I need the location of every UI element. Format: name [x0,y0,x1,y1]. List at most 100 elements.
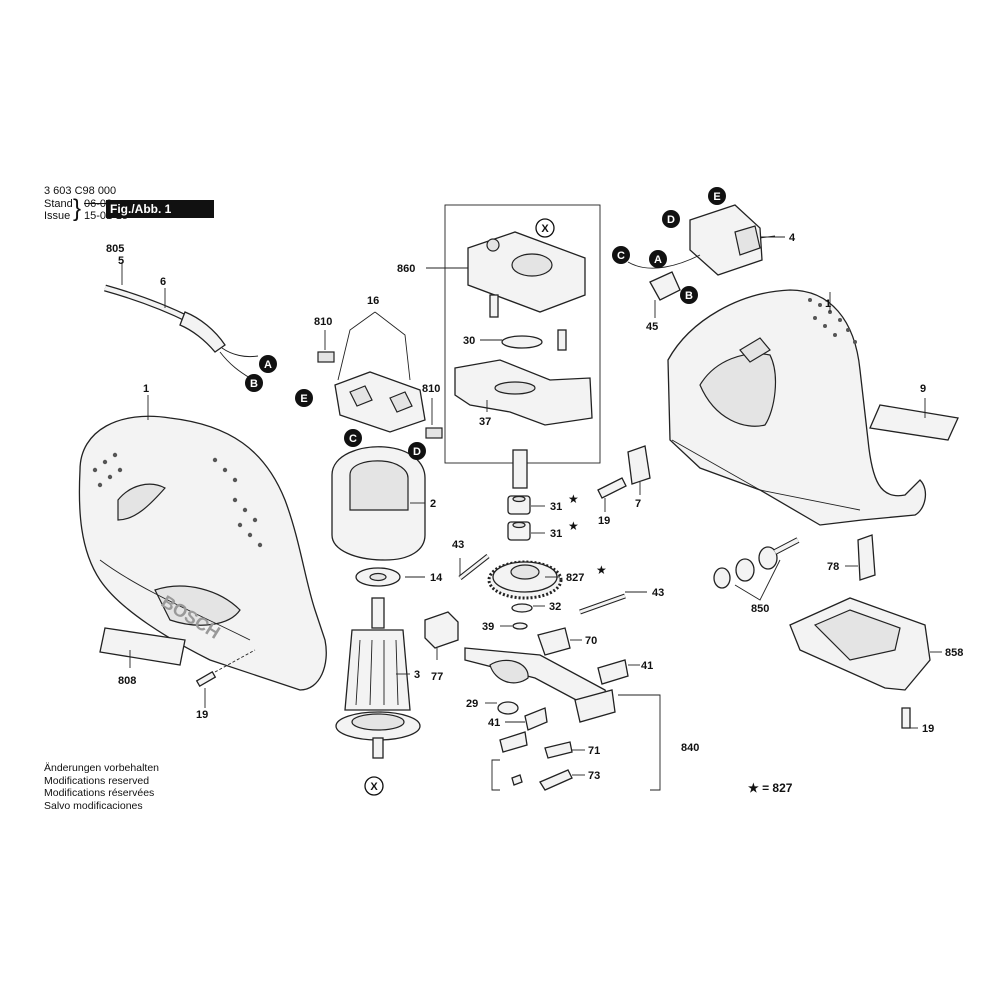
power-cable [104,284,259,379]
part-label: 5 [118,255,124,267]
brush-holder-16 [317,351,443,439]
part-label: 45 [646,321,658,333]
clip-7 [627,445,651,485]
part-label: 32 [549,601,561,613]
part-label: 19 [922,723,934,735]
clip-41-left [524,707,548,731]
svg-text:C: C [617,250,625,262]
part-label: 43 [452,539,464,551]
part-label: 16 [367,295,379,307]
bearing-31-a [507,495,531,515]
connector-D-right: D [662,210,680,228]
svg-text:X: X [370,781,378,793]
part-label: 3 [414,669,420,681]
shaft-pin [512,449,528,489]
part-label: 73 [588,770,600,782]
bearing-31-b [507,521,531,541]
part-label: 810 [314,316,332,328]
part-label: 41 [641,660,653,672]
svg-text:B: B [685,290,693,302]
field-coil-2 [331,446,426,561]
washer-32 [511,603,533,613]
part-label: 805 [106,243,124,255]
legend-star: ★ = 827 [748,781,793,795]
housing-shell-left: BOSCH [78,415,327,691]
note-line: Änderungen vorbehalten [44,762,160,774]
housing-shell-right [667,289,927,526]
connector-markers: A B E C D X X E D C A B [245,187,726,796]
connector-X-top: X [535,218,555,238]
svg-text:X: X [541,223,549,235]
connector-E-left: E [295,389,313,407]
part-label: 14 [430,572,443,584]
note-line: Modifications réservées [44,787,155,799]
note-line: Salvo modificaciones [44,799,143,812]
svg-text:A: A [264,359,272,371]
stand-value: 06-03 [84,198,113,210]
connector-A-right: A [649,250,667,268]
star-markers: ★ ★ ★ [568,492,607,577]
part-label: 9 [920,383,926,395]
clip-41-right [597,659,629,685]
part-label: 858 [945,647,963,659]
connector-D-left: D [408,442,426,460]
part-78 [857,534,876,581]
part-label: 19 [196,709,208,721]
part-label: 810 [422,383,440,395]
rollers-850 [713,537,800,589]
svg-text:D: D [413,446,421,458]
svg-text:D: D [667,214,675,226]
figure-label: Fig./Abb. 1 [106,200,214,218]
part-label: 37 [479,416,491,428]
svg-text:C: C [349,433,357,445]
spring-73 [539,769,573,791]
part-label: 7 [635,498,641,510]
armature-3 [335,597,421,759]
svg-text:A: A [654,254,662,266]
part-label: 78 [827,561,839,573]
carbon-brush-810-a [317,351,335,363]
part-label: 31 [550,501,562,513]
connector-B-right: B [680,286,698,304]
label-plate-808 [99,627,186,666]
part-label: 29 [466,698,478,710]
part-label: 77 [431,671,443,683]
label-plate-9 [869,404,959,441]
switch-4 [627,204,776,301]
connector-C-left: C [344,429,362,447]
part-label: 41 [488,717,500,729]
connector-A-left: A [259,355,277,373]
part-label: 4 [789,232,796,244]
leader-lines [121,236,942,776]
screw-19-mid [597,477,627,499]
brace-icon: } [73,195,82,222]
connector-E-right: E [708,187,726,205]
stand-label: Stand [44,198,73,210]
doc-number: 3 603 C98 000 [44,185,117,197]
part-label: 19 [598,515,610,527]
lever-assembly [464,627,629,791]
part-label: 30 [463,335,475,347]
svg-text:B: B [250,378,258,390]
part-label: 1 [825,298,831,310]
part-number-labels: 805 5 6 1 808 19 810 16 810 2 14 3 860 3… [106,232,963,782]
connector-C-right: C [612,246,630,264]
ring-39 [512,622,528,630]
part-label: 2 [430,498,436,510]
gear-827 [487,560,563,600]
star-icon: ★ [596,563,607,577]
part-label: 31 [550,528,562,540]
notes-block: Änderungen vorbehalten Modifications res… [44,762,159,812]
connector-B-left: B [245,374,263,392]
carbon-brush-810-b [425,427,443,439]
part-label: 827 [566,572,584,584]
base-plate-858 [789,597,931,691]
part-label: 43 [652,587,664,599]
screw-19-left [195,649,256,687]
bearing-14 [355,567,401,587]
screw-19-right [901,707,911,729]
issue-label: Issue [44,210,71,222]
part-label: 840 [681,742,699,754]
part-label: 808 [118,675,136,687]
